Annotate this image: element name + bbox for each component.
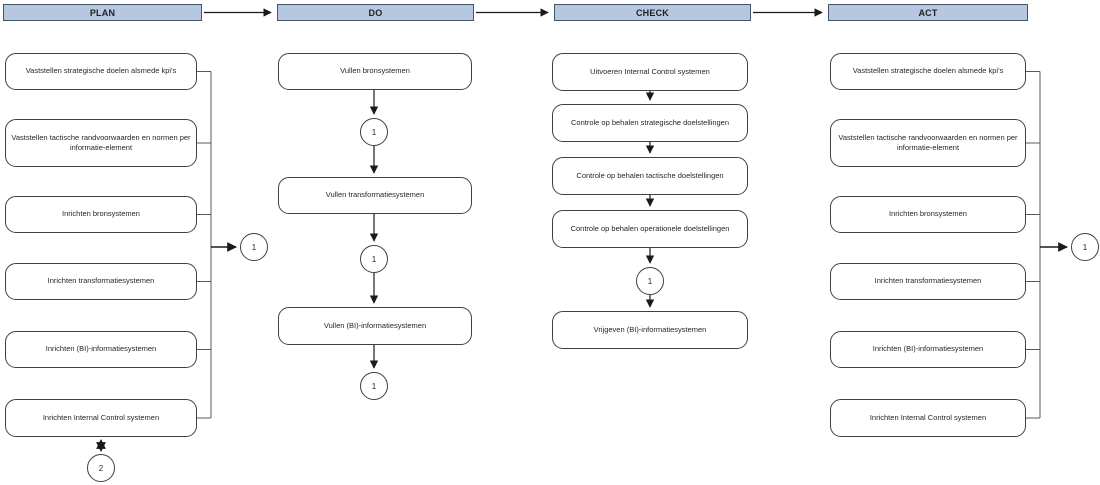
plan-step-3: Inrichten bronsystemen	[5, 196, 197, 233]
act-side-connector-1: 1	[1071, 233, 1099, 261]
act-step-1: Vaststellen strategische doelen alsmede …	[830, 53, 1026, 90]
check-step-5: Vrijgeven (BI)-informatiesystemen	[552, 311, 748, 349]
plan-step-4: Inrichten transformatiesystemen	[5, 263, 197, 300]
do-step-2: Vullen transformatiesystemen	[278, 177, 472, 214]
check-step-2: Controle op behalen strategische doelste…	[552, 104, 748, 142]
do-connector-3: 1	[360, 372, 388, 400]
phase-header-check: CHECK	[554, 4, 751, 21]
do-step-3: Vullen (BI)-informatiesystemen	[278, 307, 472, 345]
phase-header-plan: PLAN	[3, 4, 202, 21]
check-step-4: Controle op behalen operationele doelste…	[552, 210, 748, 248]
plan-side-connector-1: 1	[240, 233, 268, 261]
do-connector-1: 1	[360, 118, 388, 146]
plan-step-1: Vaststellen strategische doelen alsmede …	[5, 53, 197, 90]
check-connector-1: 1	[636, 267, 664, 295]
plan-step-6: Inrichten Internal Control systemen	[5, 399, 197, 437]
do-step-1: Vullen bronsystemen	[278, 53, 472, 90]
do-connector-2: 1	[360, 245, 388, 273]
act-step-5: Inrichten (BI)-informatiesystemen	[830, 331, 1026, 368]
phase-header-do: DO	[277, 4, 474, 21]
plan-step-2: Vaststellen tactische randvoorwaarden en…	[5, 119, 197, 167]
check-step-1: Uitvoeren Internal Control systemen	[552, 53, 748, 91]
phase-header-act: ACT	[828, 4, 1028, 21]
act-bracket-connector	[1026, 71, 1068, 419]
act-step-4: Inrichten transformatiesystemen	[830, 263, 1026, 300]
plan-bracket-connector	[197, 71, 237, 419]
act-step-2: Vaststellen tactische randvoorwaarden en…	[830, 119, 1026, 167]
act-step-6: Inrichten Internal Control systemen	[830, 399, 1026, 437]
plan-step-5: Inrichten (BI)-informatiesystemen	[5, 331, 197, 368]
check-step-3: Controle op behalen tactische doelstelli…	[552, 157, 748, 195]
plan-bottom-connector-2: 2	[87, 454, 115, 482]
act-step-3: Inrichten bronsystemen	[830, 196, 1026, 233]
